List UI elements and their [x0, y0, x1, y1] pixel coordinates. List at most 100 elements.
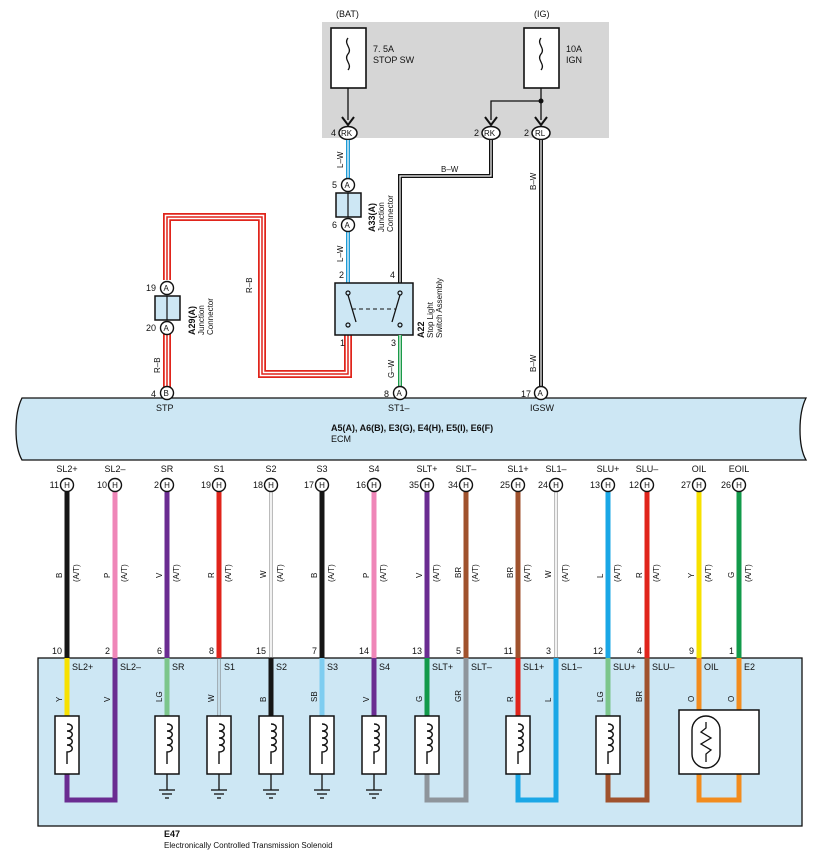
ecm-pin-name: SL2+ [56, 464, 77, 474]
internal-color-label: B [259, 697, 268, 702]
solenoid-internals: 10SL2+2SL2–6SR8S115S27S314S413SLT+5SLT–1… [52, 646, 760, 803]
ecm-pin-circle [458, 477, 474, 493]
ecm-pin-code: H [553, 481, 559, 490]
ecm-pin-number: 2 [154, 480, 159, 490]
harness-at-label: (A/T) [704, 564, 713, 582]
solenoid-pin-number: 15 [256, 646, 266, 656]
harness-at-label: (A/T) [172, 564, 181, 582]
svg-text:2: 2 [474, 128, 479, 138]
ecm-pin-code: H [371, 481, 377, 490]
fuse-stop-rating: 7. 5A [373, 44, 394, 54]
internal-color-label: LG [155, 691, 164, 702]
ecm-pin-code: H [696, 481, 702, 490]
harness-at-label: (A/T) [561, 564, 570, 582]
ecm-pin-circle [366, 477, 382, 493]
solenoid-pin-number: 12 [593, 646, 603, 656]
internal-color-label: W [207, 694, 216, 702]
ecm-pin-name: SL1+ [507, 464, 528, 474]
fuse-ign-rating: 10A [566, 44, 582, 54]
svg-text:A: A [345, 221, 351, 230]
a33-desc-2: Connector [386, 195, 395, 232]
harness-at-label: (A/T) [652, 564, 661, 582]
a22-label: A22 [416, 321, 426, 338]
svg-text:A: A [397, 389, 403, 398]
label-rb-lower: R–B [153, 357, 162, 373]
harness-color-label: P [103, 573, 112, 578]
ecm-pin-name: OIL [692, 464, 707, 474]
ecm-title: A5(A), A6(B), E3(G), E4(H), E5(I), E6(F) [331, 423, 493, 433]
connector-rl-2: 2 RL [524, 125, 551, 141]
ecm-pin-number: 10 [97, 480, 107, 490]
solenoid-pin-name: OIL [704, 662, 719, 672]
harness-color-label: V [415, 572, 424, 578]
solenoid-pin-number: 11 [504, 646, 513, 656]
harness-color-label: R [207, 572, 216, 578]
label-bw-horizontal: B–W [441, 165, 459, 174]
solenoid-coil [309, 715, 335, 775]
ecm-pin-name: SLT+ [416, 464, 437, 474]
solenoid-pin-number: 8 [209, 646, 214, 656]
ecm-pin-circle [510, 477, 526, 493]
harness-color-label: Y [687, 572, 696, 578]
solenoid-pin-name: S4 [379, 662, 390, 672]
harness-at-label: (A/T) [224, 564, 233, 582]
solenoid-pin-number: 10 [52, 646, 62, 656]
label-lw-lower: L–W [336, 245, 345, 262]
a29-label: A29(A) [187, 306, 197, 335]
ecm-pin-circle [59, 477, 75, 493]
ecm-pin-number: 19 [201, 480, 211, 490]
ecm-pin-name: SL1– [545, 464, 566, 474]
svg-text:5: 5 [332, 180, 337, 190]
solenoid-coil [414, 715, 440, 775]
internal-color-label: Y [55, 696, 64, 702]
solenoid-pin-name: SL2– [120, 662, 141, 672]
harness-at-label: (A/T) [613, 564, 622, 582]
ig-label: (IG) [534, 9, 550, 19]
solenoid-coil [505, 715, 531, 775]
solenoid-coil [154, 715, 180, 775]
harness-at-label: (A/T) [744, 564, 753, 582]
harness-color-label: BR [506, 567, 515, 578]
ecm-pin-name: SLU+ [597, 464, 620, 474]
ecm-pin-circle [107, 477, 123, 493]
ecm-pin-stp: 4 B STP [151, 385, 175, 413]
internal-color-label: LG [596, 691, 605, 702]
junction-a29: 19 A 20 A A29(A) Junction Connector [146, 280, 215, 336]
ecm-pin-name: S4 [368, 464, 379, 474]
ecm-pin-code: H [424, 481, 430, 490]
harness-color-label: W [544, 570, 553, 578]
ecm-pin-number: 11 [50, 480, 59, 490]
solenoid-label: E47 [164, 829, 180, 839]
bat-label: (BAT) [336, 9, 359, 19]
a33-desc-1: Junction [377, 202, 386, 232]
internal-color-label: R [506, 696, 515, 702]
label-lw-upper: L–W [336, 151, 345, 168]
internal-color-label: O [727, 696, 736, 702]
a29-desc-2: Connector [206, 298, 215, 335]
svg-text:STP: STP [156, 403, 174, 413]
oil-temp-sensor [678, 709, 760, 775]
ground-symbol [263, 774, 279, 799]
svg-text:20: 20 [146, 323, 156, 333]
svg-text:2: 2 [524, 128, 529, 138]
harness-color-label: V [155, 572, 164, 578]
ecm-pin-circle [263, 477, 279, 493]
ecm-pin-number: 24 [538, 480, 548, 490]
harness-color-label: B [310, 573, 319, 578]
ecm-pin-code: H [164, 481, 170, 490]
connector-rk-4: 4 RK [331, 125, 358, 141]
svg-text:RL: RL [535, 129, 546, 138]
fuse-stop-sw: 7. 5A STOP SW [330, 27, 415, 89]
svg-text:4: 4 [390, 270, 395, 280]
solenoid-desc: Electronically Controlled Transmission S… [164, 841, 333, 850]
ecm-pin-name: S3 [316, 464, 327, 474]
internal-color-label: SB [310, 691, 319, 702]
ecm-pin-name: SR [161, 464, 174, 474]
harness-wires: B(A/T)P(A/T)V(A/T)R(A/T)W(A/T)B(A/T)P(A/… [55, 492, 753, 658]
ecm-pin-code: H [64, 481, 70, 490]
ecm-pin-name: EOIL [729, 464, 750, 474]
fuse-box-panel [322, 22, 609, 138]
ecm-pin-name: S2 [265, 464, 276, 474]
svg-text:A: A [164, 324, 170, 333]
